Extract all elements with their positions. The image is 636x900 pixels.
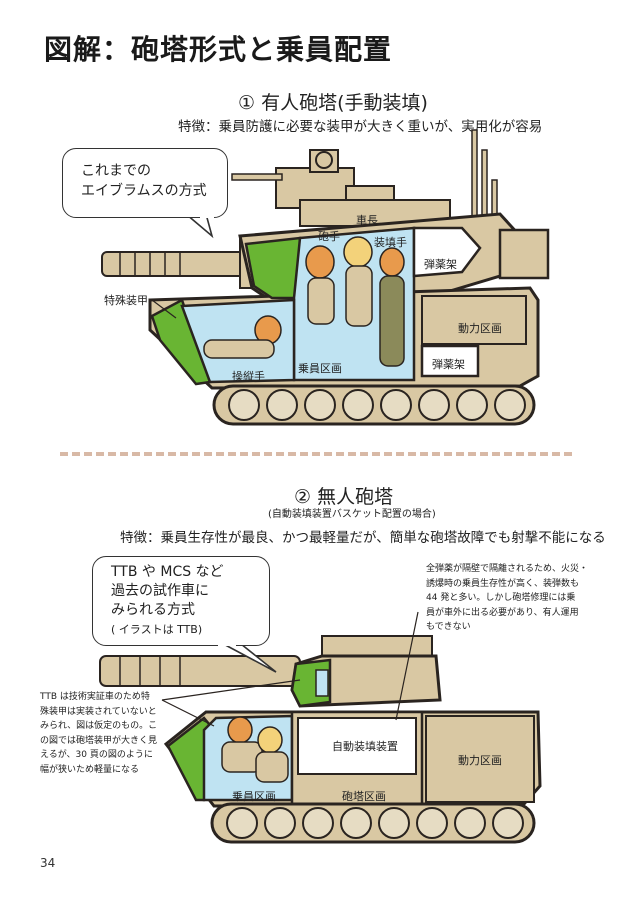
road-wheel: [492, 807, 524, 839]
label-commander: 車長: [356, 214, 378, 227]
bubble1-line: これまでの: [81, 163, 151, 179]
section2-heading: ② 無人砲塔: [294, 486, 394, 508]
tank1-special-armor-hull: [150, 298, 212, 386]
note-left-line: の図では砲塔装甲が大きく見: [40, 735, 158, 746]
tank1-special-armor-turret: [244, 236, 302, 300]
note-left-line: えるが、30 頁の図のように: [40, 750, 153, 760]
label-crew-compartment-2: 乗員区画: [232, 790, 276, 803]
section2-note-left: TTB は技術実証車のため特 殊装甲は実装されていないと みられ、図は仮定のもの…: [40, 690, 157, 777]
tank1-storage-box: [498, 228, 550, 280]
section2-subheading: (自動装填装置バスケット配置の場合): [268, 509, 436, 520]
tank1-turret-equipment: [231, 129, 498, 231]
label-loader: 装填手: [374, 236, 407, 249]
road-wheel: [302, 807, 334, 839]
road-wheel: [456, 389, 488, 421]
bubble-tail-mask: [200, 212, 214, 218]
section2-speech-bubble: TTB や MCS など 過去の試作車に みられる方式 ( イラストは TTB): [92, 556, 270, 646]
label-gunner: 砲手: [318, 230, 340, 243]
label-autoloader: 自動装填装置: [332, 740, 398, 753]
tank2-autoloader: [297, 717, 417, 775]
note-right-line: もできない: [426, 622, 471, 632]
note-right-line: 全弾薬が隔壁で隔離されるため、火災・: [426, 564, 589, 574]
note-left-line: 幅が狭いため軽量になる: [40, 764, 140, 775]
road-wheel: [226, 807, 258, 839]
section1-heading: ① 有人砲塔(手動装填): [238, 92, 428, 114]
label-power-unit-2: 動力区画: [458, 754, 502, 767]
road-wheel: [378, 807, 410, 839]
tank1-power-unit: [421, 295, 527, 345]
note-right-line: 員が車外に出る必要があり、有人運用: [426, 607, 579, 618]
road-wheel: [304, 389, 336, 421]
road-wheel: [418, 389, 450, 421]
road-wheel: [266, 389, 298, 421]
road-wheel: [454, 807, 486, 839]
road-wheel: [380, 389, 412, 421]
road-wheel: [228, 389, 260, 421]
section1-speech-bubble: これまでの エイブラムスの方式: [62, 148, 228, 218]
bubble2-line: TTB や MCS など: [111, 564, 224, 580]
label-turret-compartment: 砲塔区画: [342, 790, 386, 803]
label-special-armor: 特殊装甲: [104, 294, 148, 307]
road-wheel: [340, 807, 372, 839]
note-left-line: みられ、図は仮定のもの。こ: [40, 721, 158, 731]
note-left-line: 殊装甲は実装されていないと: [40, 706, 157, 717]
tank2-power-unit: [425, 715, 535, 803]
note-right-line: 44 発と多い。しかし砲塔修理には乗: [426, 593, 576, 603]
bubble2-line: ( イラストは TTB): [111, 623, 203, 636]
tank1-ammo-rack-lower: [420, 344, 480, 378]
road-wheel: [264, 807, 296, 839]
road-wheel: [416, 807, 448, 839]
bubble2-line: 過去の試作車に: [111, 583, 209, 599]
section-divider: [60, 452, 572, 456]
tank1-ammo-rack-upper: [412, 226, 482, 278]
label-power-unit-1: 動力区画: [458, 322, 502, 335]
tank1-crew-figures: [203, 236, 405, 367]
section2-note-right: 全弾薬が隔壁で隔離されるため、火災・ 誘爆時の乗員生存性が高く、装弾数も 44 …: [426, 562, 588, 635]
note-left-line: TTB は技術実証車のため特: [40, 692, 150, 702]
tank2-road-wheels: [226, 807, 524, 839]
page-number: 34: [40, 856, 56, 870]
label-crew-compartment-1: 乗員区画: [298, 362, 342, 375]
tank1-road-wheels: [228, 389, 526, 421]
label-ammo-rack-upper: 弾薬架: [424, 258, 457, 271]
bubble1-line: エイブラムスの方式: [81, 183, 207, 199]
tank2-crew-figures: [221, 716, 289, 783]
road-wheel: [342, 389, 374, 421]
bubble2-line: みられる方式: [111, 602, 195, 618]
section1-feature: 特徴：乗員防護に必要な装甲が大きく重いが、実用化が容易: [178, 119, 543, 135]
tank2-turret-window: [315, 669, 329, 697]
page-title: 図解：砲塔形式と乗員配置: [44, 33, 393, 66]
bubble-tail-mask: [218, 638, 236, 646]
road-wheel: [494, 389, 526, 421]
tank2-gun-barrel: [99, 655, 301, 687]
label-driver: 操縦手: [232, 370, 265, 383]
note-right-line: 誘爆時の乗員生存性が高く、装弾数も: [426, 578, 580, 589]
label-ammo-rack-lower: 弾薬架: [432, 358, 465, 371]
section2-feature: 特徴：乗員生存性が最良、かつ最軽量だが、簡単な砲塔故障でも射撃不能になる: [120, 530, 606, 546]
